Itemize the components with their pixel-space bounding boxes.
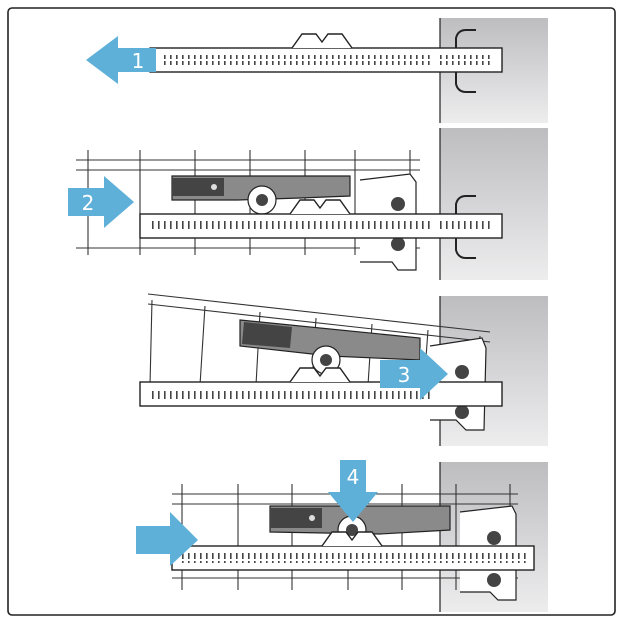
step-number-4: 4 <box>347 465 360 489</box>
step-number-1: 1 <box>132 49 145 73</box>
step-number-3: 3 <box>398 363 411 387</box>
step-number-2: 2 <box>82 191 95 215</box>
roller <box>455 405 469 419</box>
roller <box>487 573 501 587</box>
roller <box>487 531 501 545</box>
roller <box>391 237 405 251</box>
roller <box>391 197 405 211</box>
wheel <box>320 354 332 366</box>
wheel <box>256 194 268 206</box>
roller <box>455 365 469 379</box>
